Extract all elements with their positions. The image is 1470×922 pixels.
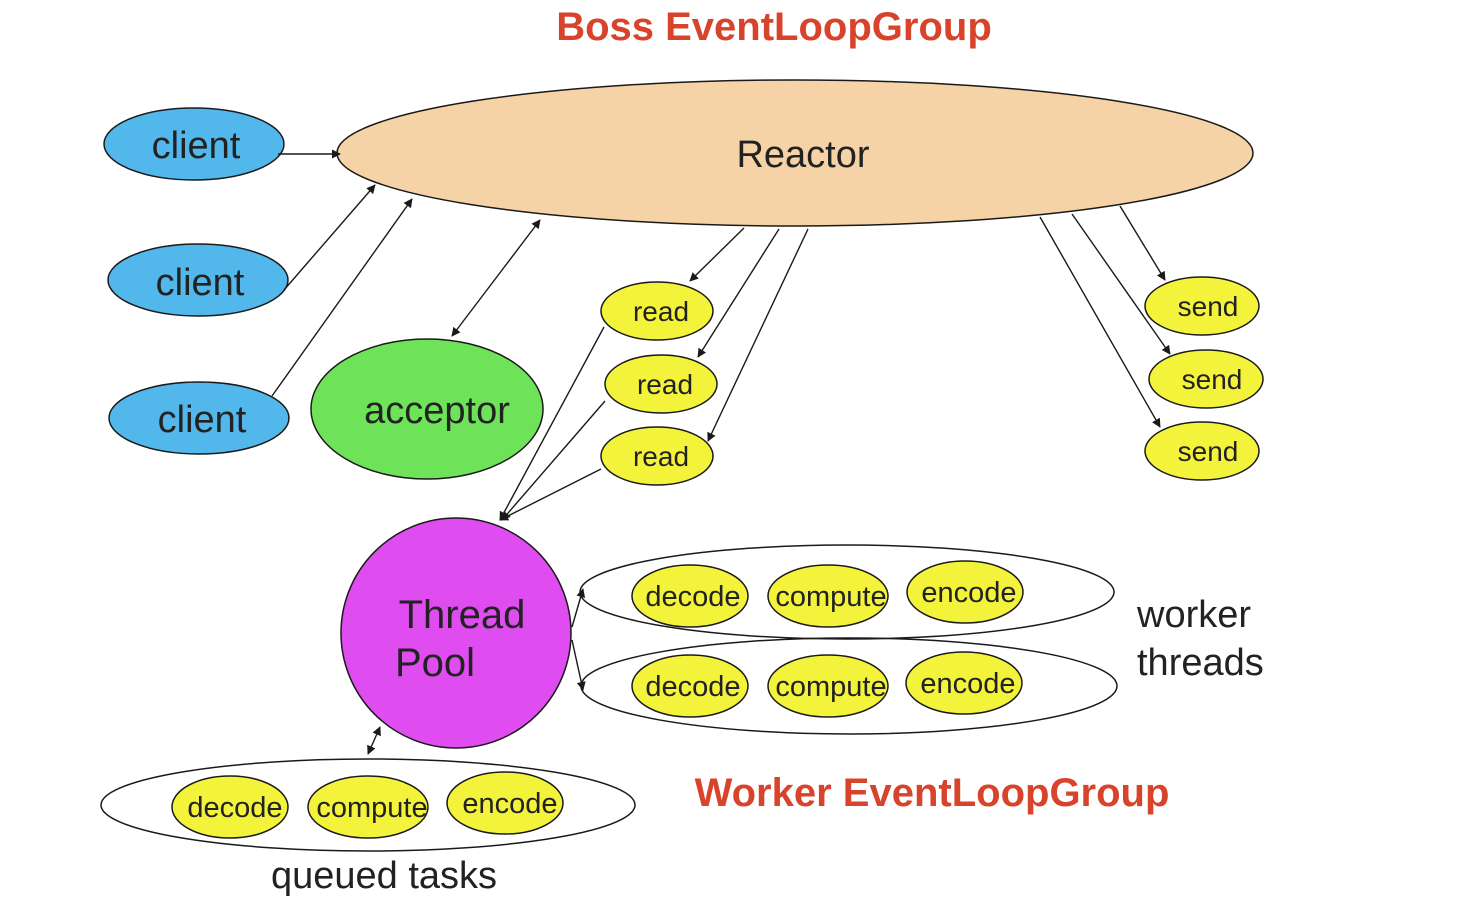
client-label: client xyxy=(158,399,247,441)
task-label: decode xyxy=(645,581,740,613)
reactor-node: Reactor xyxy=(336,79,1254,227)
send-label: send xyxy=(1178,436,1239,467)
task-label: encode xyxy=(921,577,1016,609)
arrow-reactor-to-read xyxy=(697,228,780,358)
queued-tasks-group: decode compute encode xyxy=(100,758,636,852)
read-node: read xyxy=(600,281,714,341)
worker-group-title: Worker EventLoopGroup xyxy=(695,771,1170,815)
task-node xyxy=(171,775,289,839)
arrow-read-to-thread-pool xyxy=(499,326,605,521)
boss-group-title: Boss EventLoopGroup xyxy=(556,5,992,49)
arrow-reactor-acceptor xyxy=(451,219,541,337)
task-node xyxy=(307,775,429,839)
arrow-thread-pool-queued xyxy=(367,726,381,755)
worker-thread-row: decode compute encode xyxy=(579,544,1115,640)
task-node xyxy=(767,654,889,718)
acceptor-label: acceptor xyxy=(364,390,510,432)
client-node: client xyxy=(108,381,290,455)
acceptor-node: acceptor xyxy=(310,338,544,480)
task-node xyxy=(767,564,889,628)
task-node xyxy=(631,654,749,718)
read-node: read xyxy=(600,426,714,486)
arrow-reactor-to-send xyxy=(1039,216,1161,428)
arrow-reactor-to-send xyxy=(1071,213,1171,355)
task-label: encode xyxy=(462,788,557,820)
arrow-read-to-thread-pool xyxy=(501,400,606,521)
read-label: read xyxy=(637,369,693,400)
thread-pool-node: Thread Pool xyxy=(340,517,572,749)
task-label: decode xyxy=(645,671,740,703)
send-label: send xyxy=(1178,291,1239,322)
client-node: client xyxy=(107,243,289,317)
arrow-reactor-to-read xyxy=(689,227,745,282)
read-label: read xyxy=(633,296,689,327)
thread-pool-label-line2: Pool xyxy=(395,641,475,685)
client-label: client xyxy=(156,262,245,304)
reactor-label: Reactor xyxy=(736,134,869,176)
task-node xyxy=(446,771,564,835)
arrow-reactor-to-send xyxy=(1119,205,1166,281)
send-node: send xyxy=(1148,349,1264,409)
task-node xyxy=(906,560,1024,624)
client-node: client xyxy=(103,107,285,181)
task-label: compute xyxy=(775,581,886,613)
arrow-thread-pool-worker-row-2 xyxy=(571,639,586,691)
worker-threads-caption-line2: threads xyxy=(1137,642,1264,684)
send-node: send xyxy=(1144,421,1260,481)
task-label: encode xyxy=(920,668,1015,700)
arrow-reactor-to-read xyxy=(707,228,809,442)
send-node: send xyxy=(1144,276,1260,336)
task-label: compute xyxy=(775,671,886,703)
thread-pool-label-line1: Thread xyxy=(399,593,526,637)
worker-threads-caption-line1: worker xyxy=(1136,594,1251,636)
arrow-client-to-reactor xyxy=(283,184,376,291)
queued-tasks-caption: queued tasks xyxy=(271,855,497,897)
worker-thread-row: decode compute encode xyxy=(580,637,1118,735)
task-node xyxy=(905,651,1023,715)
client-label: client xyxy=(152,125,241,167)
arrow-client-to-reactor xyxy=(271,198,413,397)
task-node xyxy=(631,564,749,628)
task-label: compute xyxy=(316,792,427,824)
read-node: read xyxy=(604,354,718,414)
arrow-read-to-thread-pool xyxy=(499,468,602,521)
read-label: read xyxy=(633,441,689,472)
send-label: send xyxy=(1182,364,1243,395)
arrow-thread-pool-worker-row-1 xyxy=(571,588,586,628)
task-label: decode xyxy=(187,792,282,824)
